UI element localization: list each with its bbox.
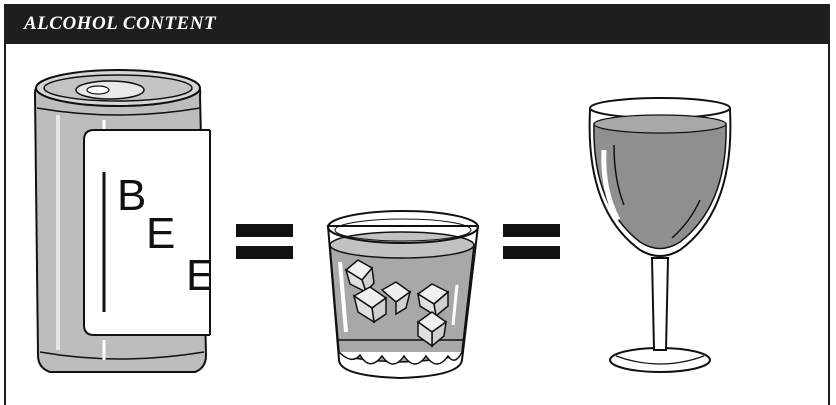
wine-glass-icon — [590, 98, 731, 372]
can-letter-e1: E — [146, 209, 175, 258]
can-letter-b: B — [117, 171, 146, 220]
equals-sign-2-icon — [503, 224, 560, 259]
beer-can-icon: B E E — [35, 70, 240, 372]
equals-sign-1-icon — [236, 224, 293, 259]
liquor-glass-icon — [328, 211, 478, 378]
